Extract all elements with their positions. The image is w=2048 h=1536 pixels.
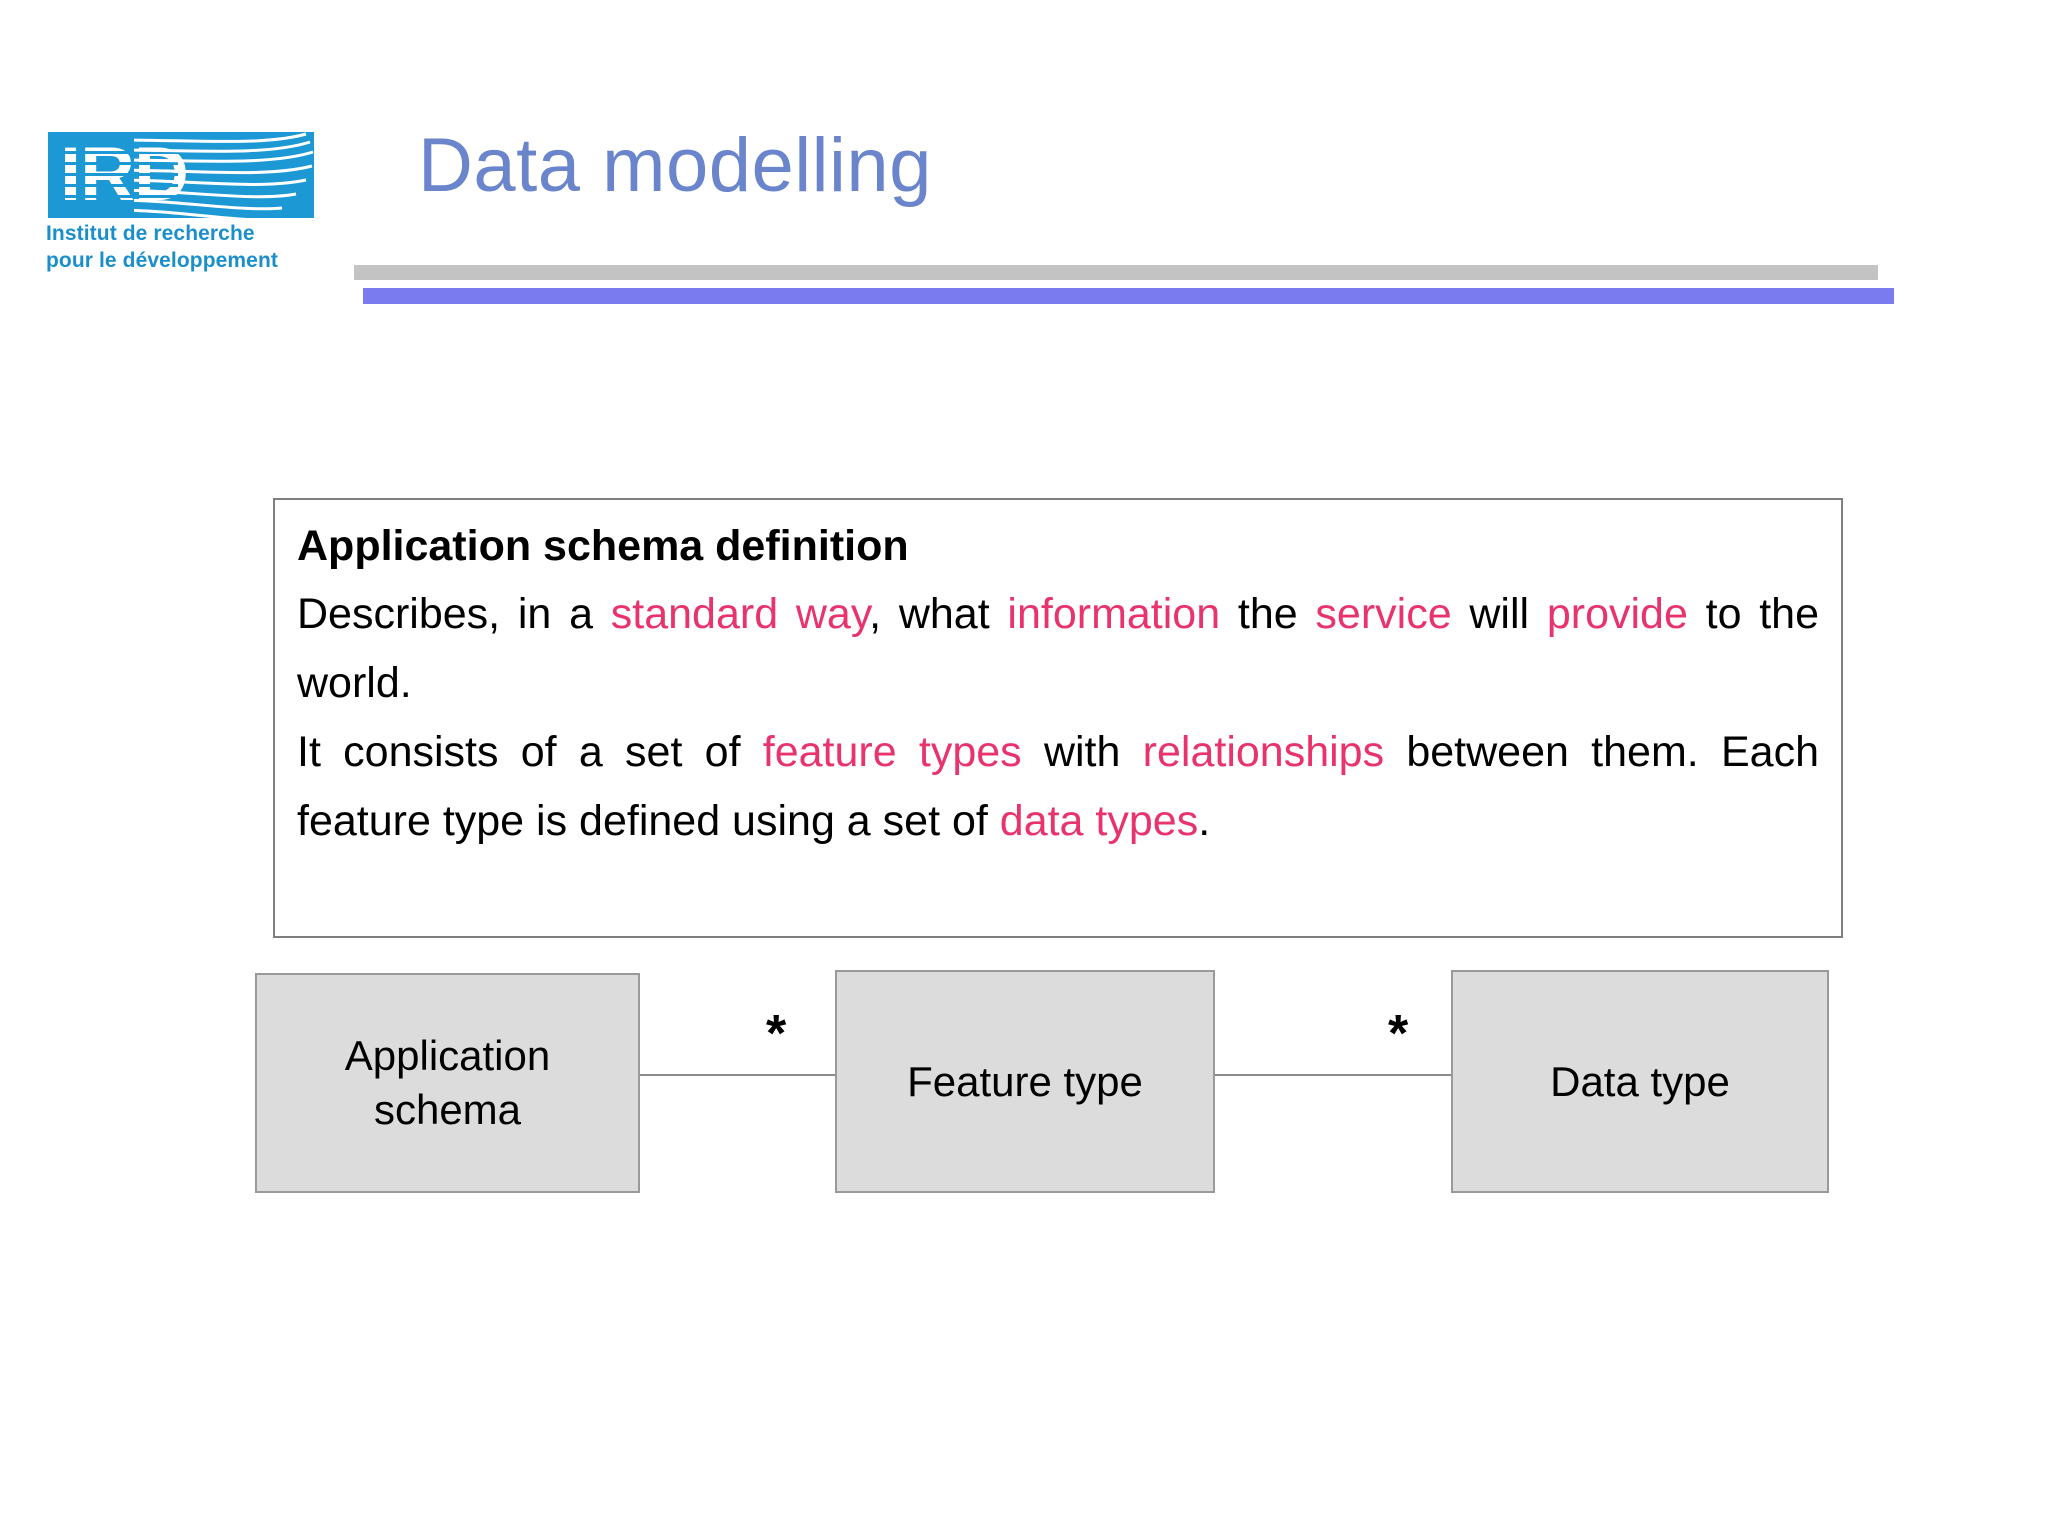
uml-box-application-schema-label-line2: schema <box>373 1086 522 1133</box>
divider-bar-gray <box>354 265 1878 280</box>
ird-logo-subtitle-line2: pour le développement <box>46 249 278 272</box>
uml-box-data-type-label: Data type <box>1550 1057 1730 1105</box>
definition-paragraph-2: It consists of a set of feature types wi… <box>297 718 1819 856</box>
defn-p1-seg1: Describes, in a <box>297 590 611 638</box>
defn-p1-highlight-standard-way: standard way <box>610 590 870 638</box>
ird-logo-swoosh-icon <box>134 132 314 218</box>
defn-p2-seg3: between them. Each feature type is defin… <box>297 728 1819 845</box>
defn-p1-highlight-service: service <box>1315 590 1452 638</box>
defn-p2-seg1: It consists of a set of <box>297 728 763 776</box>
page-title: Data modelling <box>418 123 932 208</box>
defn-p2-seg2: with <box>1021 728 1143 776</box>
ird-logo-subtitle-line1: Institut de recherche <box>46 222 255 245</box>
ird-logo: IRD Institut de recherche pour le dévelo… <box>46 128 326 288</box>
definition-paragraph-1: Describes, in a standard way, what infor… <box>297 580 1819 718</box>
defn-p2-highlight-data-types: data types <box>999 797 1199 845</box>
defn-p1-seg5: to the world. <box>297 590 1820 707</box>
defn-p1-seg2: , what <box>869 590 1008 638</box>
defn-p1-highlight-provide: provide <box>1546 590 1688 638</box>
uml-multiplicity-1: * <box>766 1005 787 1063</box>
ird-logo-mark: IRD <box>48 132 314 218</box>
uml-association-line-2 <box>1213 1074 1453 1076</box>
defn-p1-highlight-information: information <box>1007 590 1221 638</box>
uml-box-application-schema-label-line1: Application <box>344 1032 551 1079</box>
uml-box-application-schema: Application schema <box>255 973 640 1193</box>
defn-p1-seg4: will <box>1451 590 1547 638</box>
divider-bar-purple <box>363 288 1894 304</box>
defn-p2-highlight-relationships: relationships <box>1142 728 1385 776</box>
uml-association-line-1 <box>639 1074 837 1076</box>
definition-textbox: Application schema definition Describes,… <box>273 498 1843 938</box>
uml-box-data-type: Data type <box>1451 970 1829 1193</box>
defn-p2-highlight-feature-types: feature types <box>762 728 1022 776</box>
definition-heading: Application schema definition <box>297 522 909 570</box>
ird-logo-subtitle: Institut de recherche pour le développem… <box>46 220 326 274</box>
uml-multiplicity-2: * <box>1388 1005 1409 1063</box>
uml-box-feature-type: Feature type <box>835 970 1215 1193</box>
defn-p2-seg4: . <box>1198 797 1211 845</box>
uml-box-feature-type-label: Feature type <box>907 1057 1143 1105</box>
defn-p1-seg3: the <box>1220 590 1316 638</box>
